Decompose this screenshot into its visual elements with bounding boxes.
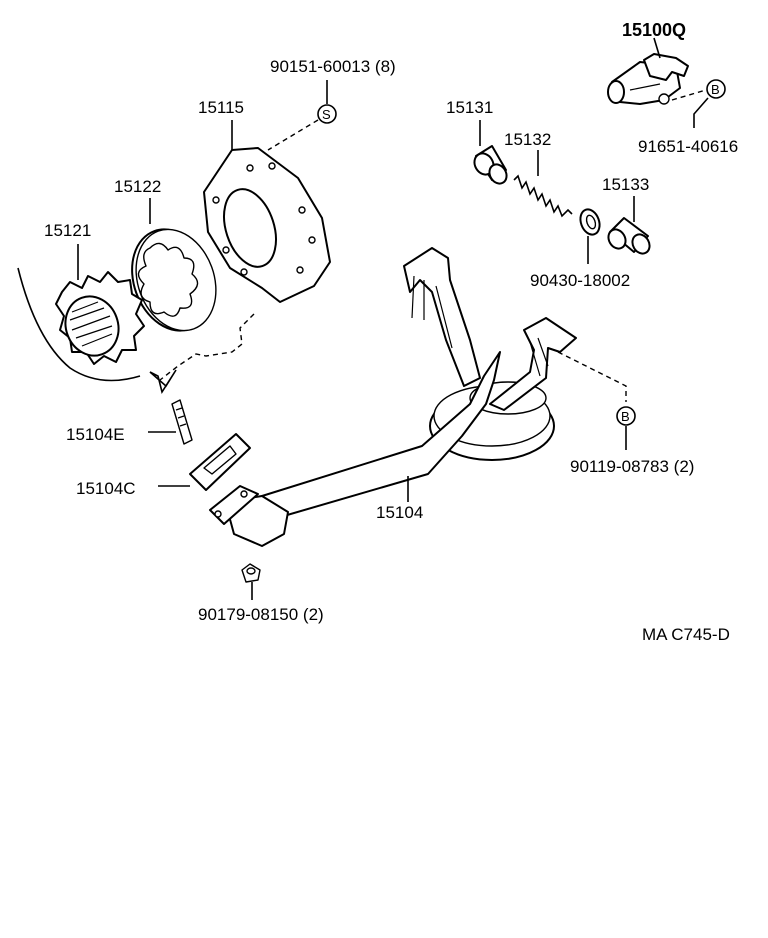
assembly-arrow (149, 369, 177, 395)
callout-90119-08783: 90119-08783 (2) (570, 457, 694, 476)
callout-91651-40616: 91651-40616 (638, 137, 738, 156)
callout-15121: 15121 (44, 221, 91, 240)
svg-text:B: B (621, 409, 630, 424)
svg-text:B: B (711, 82, 720, 97)
outer-rotor-part[interactable] (119, 218, 230, 342)
callout-15133: 15133 (602, 175, 649, 194)
callout-15104: 15104 (376, 503, 423, 522)
dashed-link-b-top (671, 89, 707, 101)
callout-15115: 15115 (198, 98, 244, 117)
strainer-gasket-part[interactable] (189, 433, 251, 491)
engine-block-outline (17, 267, 141, 382)
callout-15132: 15132 (504, 130, 551, 149)
marker-s: S (317, 104, 337, 124)
pump-cover-plate-part[interactable] (203, 147, 331, 303)
callout-15100Q: 15100Q (622, 20, 686, 40)
relief-valve-plug-part[interactable] (605, 217, 653, 257)
callout-15122: 15122 (114, 177, 161, 196)
leader-15100Q (653, 37, 661, 59)
oil-pressure-sensor-part[interactable] (607, 53, 689, 105)
marker-b-bottom: B (616, 406, 636, 426)
callout-15131: 15131 (446, 98, 493, 117)
nut-part[interactable] (241, 563, 261, 583)
diagram-code: MA C745-D (642, 625, 730, 644)
callout-90179-08150: 90179-08150 (2) (198, 605, 324, 624)
gasket-washer-part[interactable] (577, 207, 603, 238)
stud-bolt-part[interactable] (171, 399, 193, 445)
callout-15104E: 15104E (66, 425, 125, 444)
callout-90430-18002: 90430-18002 (530, 271, 630, 290)
leader-91651 (693, 97, 709, 128)
svg-text:S: S (322, 107, 331, 122)
dashed-link-b-bottom (557, 351, 627, 402)
drive-gear-part[interactable] (55, 271, 145, 365)
dashed-link-s (267, 119, 319, 151)
callout-15104C: 15104C (76, 479, 136, 498)
relief-valve-spring-part[interactable] (513, 174, 573, 218)
dashed-assembly-path (159, 313, 255, 381)
oil-strainer-part[interactable] (209, 247, 577, 547)
relief-valve-part[interactable] (471, 145, 510, 187)
marker-b-top: B (706, 79, 726, 99)
callout-90151-60013: 90151-60013 (8) (270, 57, 396, 76)
